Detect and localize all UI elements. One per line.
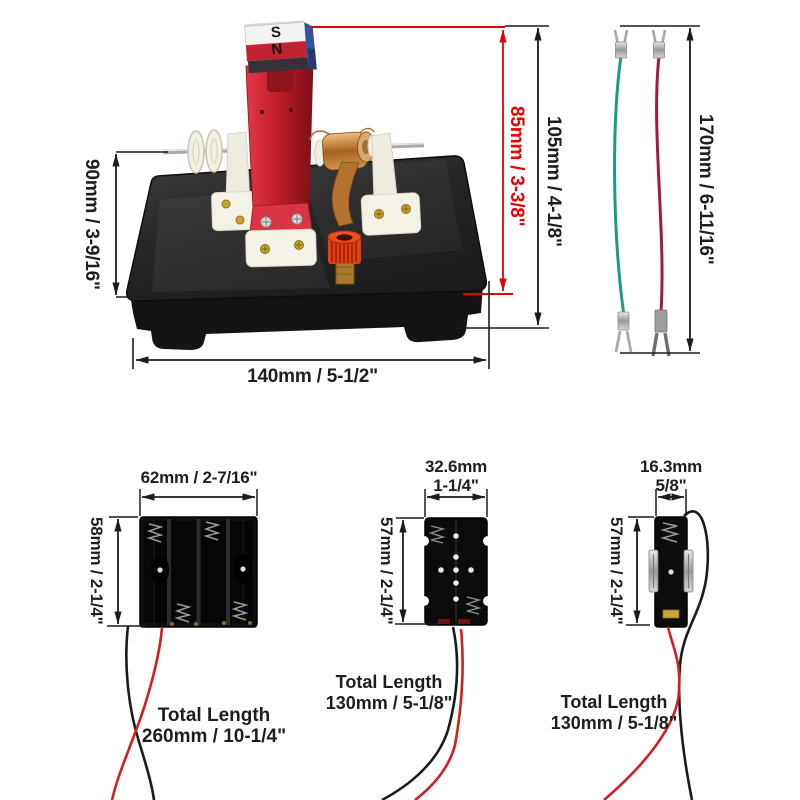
dim-label-170mm: 170mm / 6-11/16" (695, 113, 716, 265)
dim-62mm (139, 489, 258, 516)
holes (438, 533, 474, 602)
battery-holder-1cell-photo (603, 489, 710, 800)
dim-90mm (112, 151, 168, 298)
black-wire (381, 626, 459, 800)
dim-label-16mm: 16.3mm (639, 457, 703, 476)
gold-contacts (170, 621, 252, 626)
battery-holder-4cell-photo (107, 489, 258, 800)
red-bracket (245, 61, 317, 268)
dim-32mm (424, 489, 488, 517)
dim-170mm (620, 25, 700, 354)
left-bearing-stand (211, 131, 257, 232)
battery-holder-2cell-photo (381, 489, 493, 800)
total-length-2cell-label: Total Length (335, 672, 443, 692)
dim-label-16mm-in: 5/8" (655, 476, 687, 495)
dim-label-90mm: 90mm / 3-9/16" (81, 158, 102, 290)
magnet-pole-s-label: S (270, 23, 282, 42)
dim-85mm-red (311, 26, 513, 295)
total-length-4cell: Total Length 260mm / 10-1/4" (125, 705, 303, 747)
dim-label-140mm: 140mm / 5-1/2" (247, 366, 378, 387)
motor-model-photo (125, 20, 488, 350)
dim-57mm (626, 516, 654, 626)
pulley-wheels (187, 129, 223, 174)
lead-wires-photo (613, 25, 700, 357)
green-lead-wire (613, 29, 633, 353)
right-bearing-stand (360, 132, 422, 236)
dim-label-57mm-1cell: 57mm / 2-1/4" (607, 517, 626, 625)
dim-58mm (107, 516, 146, 627)
motor-dimensions (112, 25, 549, 369)
total-length-1cell-label: Total Length (560, 692, 668, 712)
dim-16mm (655, 489, 687, 516)
black-wire (677, 510, 710, 800)
dim-label-85mm: 85mm / 3-3/8" (506, 105, 527, 227)
total-length-2cell: Total Length 130mm / 5-1/8" (308, 672, 470, 714)
magnet-pole-n-label: N (270, 40, 284, 59)
dim-label-57mm-2cell: 57mm / 2-1/4" (377, 517, 396, 625)
total-length-2cell-value: 130mm / 5-1/8" (325, 693, 453, 713)
bar-magnet (244, 20, 317, 74)
bracket-screws (260, 213, 303, 228)
total-length-4cell-value: 260mm / 10-1/4" (141, 726, 287, 747)
red-wire (603, 626, 681, 800)
red-lead-wire (651, 29, 671, 357)
total-length-1cell-value: 130mm / 5-1/8" (550, 713, 678, 733)
motor-base-body (130, 284, 483, 350)
dim-105mm (455, 25, 549, 329)
red-wire (110, 626, 164, 800)
dim-label-58mm: 58mm / 2-1/4" (87, 517, 106, 625)
dim-label-32mm: 32.6mm (424, 457, 488, 476)
springs (146, 521, 249, 623)
dim-label-105mm: 105mm / 4-1/8" (543, 115, 564, 247)
dim-label-32mm-in: 1-1/4" (433, 476, 479, 495)
copper-crank-arm (331, 161, 360, 227)
magnet-n-band (245, 41, 308, 62)
black-wire (125, 625, 156, 800)
dim-57mm (395, 517, 438, 625)
dim-label-62mm: 62mm / 2-7/16" (140, 468, 258, 487)
red-wire (414, 628, 464, 800)
total-length-1cell: Total Length 130mm / 5-1/8" (533, 692, 695, 734)
springs (428, 525, 482, 615)
copper-rotor (309, 127, 379, 227)
spring (660, 522, 680, 543)
total-length-4cell-label: Total Length (157, 705, 271, 726)
dim-140mm (132, 281, 490, 369)
binding-post (327, 230, 362, 285)
